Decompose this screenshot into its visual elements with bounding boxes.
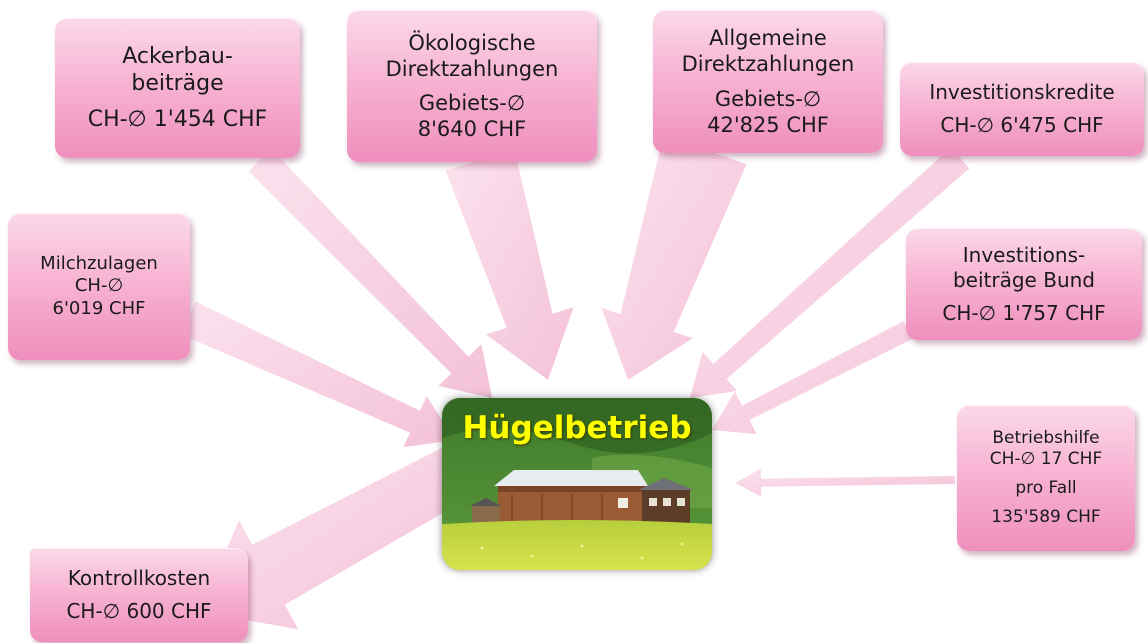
ackerbau-line-1: Ackerbau- — [122, 43, 233, 69]
allgemein-line-4: 42'825 CHF — [707, 112, 829, 137]
kontroll-line-1: Kontrollkosten — [67, 566, 211, 590]
betriebshilfe-line-1: Betriebshilfe — [992, 427, 1100, 448]
allgemein-line-3: Gebiets-∅ — [714, 86, 822, 111]
investkredite-line-1: Investitionskredite — [929, 80, 1115, 104]
investkredite-line-2: CH-∅ 6'475 CHF — [940, 113, 1104, 137]
box-allgemeine-direktzahlungen: Allgemeine Direktzahlungen Gebiets-∅ 42'… — [653, 10, 883, 153]
box-milchzulagen: Milchzulagen CH-∅ 6'019 CHF — [8, 213, 190, 360]
oeko-line-3: Gebiets-∅ — [418, 91, 526, 115]
box-ackerbaubeitraege: Ackerbau- beiträge CH-∅ 1'454 CHF — [55, 18, 300, 158]
oeko-line-2: Direktzahlungen — [385, 56, 559, 81]
arrow-investbeitraege — [712, 321, 913, 435]
ackerbau-line-3: CH-∅ 1'454 CHF — [87, 106, 268, 132]
oeko-line-4: 8'640 CHF — [417, 117, 527, 142]
box-investitionsbeitraege-bund: Investitions- beiträge Bund CH-∅ 1'757 C… — [906, 228, 1142, 340]
investbeitraege-line-2: beiträge Bund — [952, 267, 1095, 292]
betriebshilfe-line-3: pro Fall — [1015, 478, 1077, 498]
ackerbau-line-2: beiträge — [131, 71, 224, 97]
arrow-kontroll — [200, 440, 484, 630]
investbeitraege-line-3: CH-∅ 1'757 CHF — [942, 300, 1106, 325]
arrow-betriebshilfe — [735, 468, 956, 497]
box-kontrollkosten: Kontrollkosten CH-∅ 600 CHF — [30, 548, 248, 642]
box-betriebshilfe: Betriebshilfe CH-∅ 17 CHF pro Fall 135'5… — [957, 405, 1135, 551]
kontroll-line-2: CH-∅ 600 CHF — [66, 599, 212, 623]
farm-image — [442, 398, 712, 570]
box-investitionskredite: Investitionskredite CH-∅ 6'475 CHF — [900, 62, 1144, 156]
milch-line-3: 6'019 CHF — [52, 297, 146, 319]
investbeitraege-line-1: Investitions- — [962, 242, 1086, 267]
box-oekologische-direktzahlungen: Ökologische Direktzahlungen Gebiets-∅ 8'… — [347, 10, 597, 162]
arrow-investkredite — [690, 147, 970, 398]
arrow-oeko — [445, 149, 574, 380]
allgemein-line-2: Direktzahlungen — [681, 52, 855, 77]
milch-line-1: Milchzulagen — [40, 252, 158, 274]
center-title: Hügelbetrieb — [462, 410, 692, 446]
betriebshilfe-line-4: 135'589 CHF — [991, 507, 1101, 528]
oeko-line-1: Ökologische — [408, 30, 536, 55]
arrow-ackerbau — [248, 148, 492, 398]
allgemein-line-1: Allgemeine — [709, 26, 827, 50]
milch-line-2: CH-∅ — [74, 275, 124, 297]
arrow-milch — [180, 301, 455, 448]
betriebshilfe-line-2: CH-∅ 17 CHF — [989, 448, 1103, 469]
arrow-allgemein — [601, 136, 747, 380]
center-farm-node: Hügelbetrieb — [442, 398, 712, 570]
